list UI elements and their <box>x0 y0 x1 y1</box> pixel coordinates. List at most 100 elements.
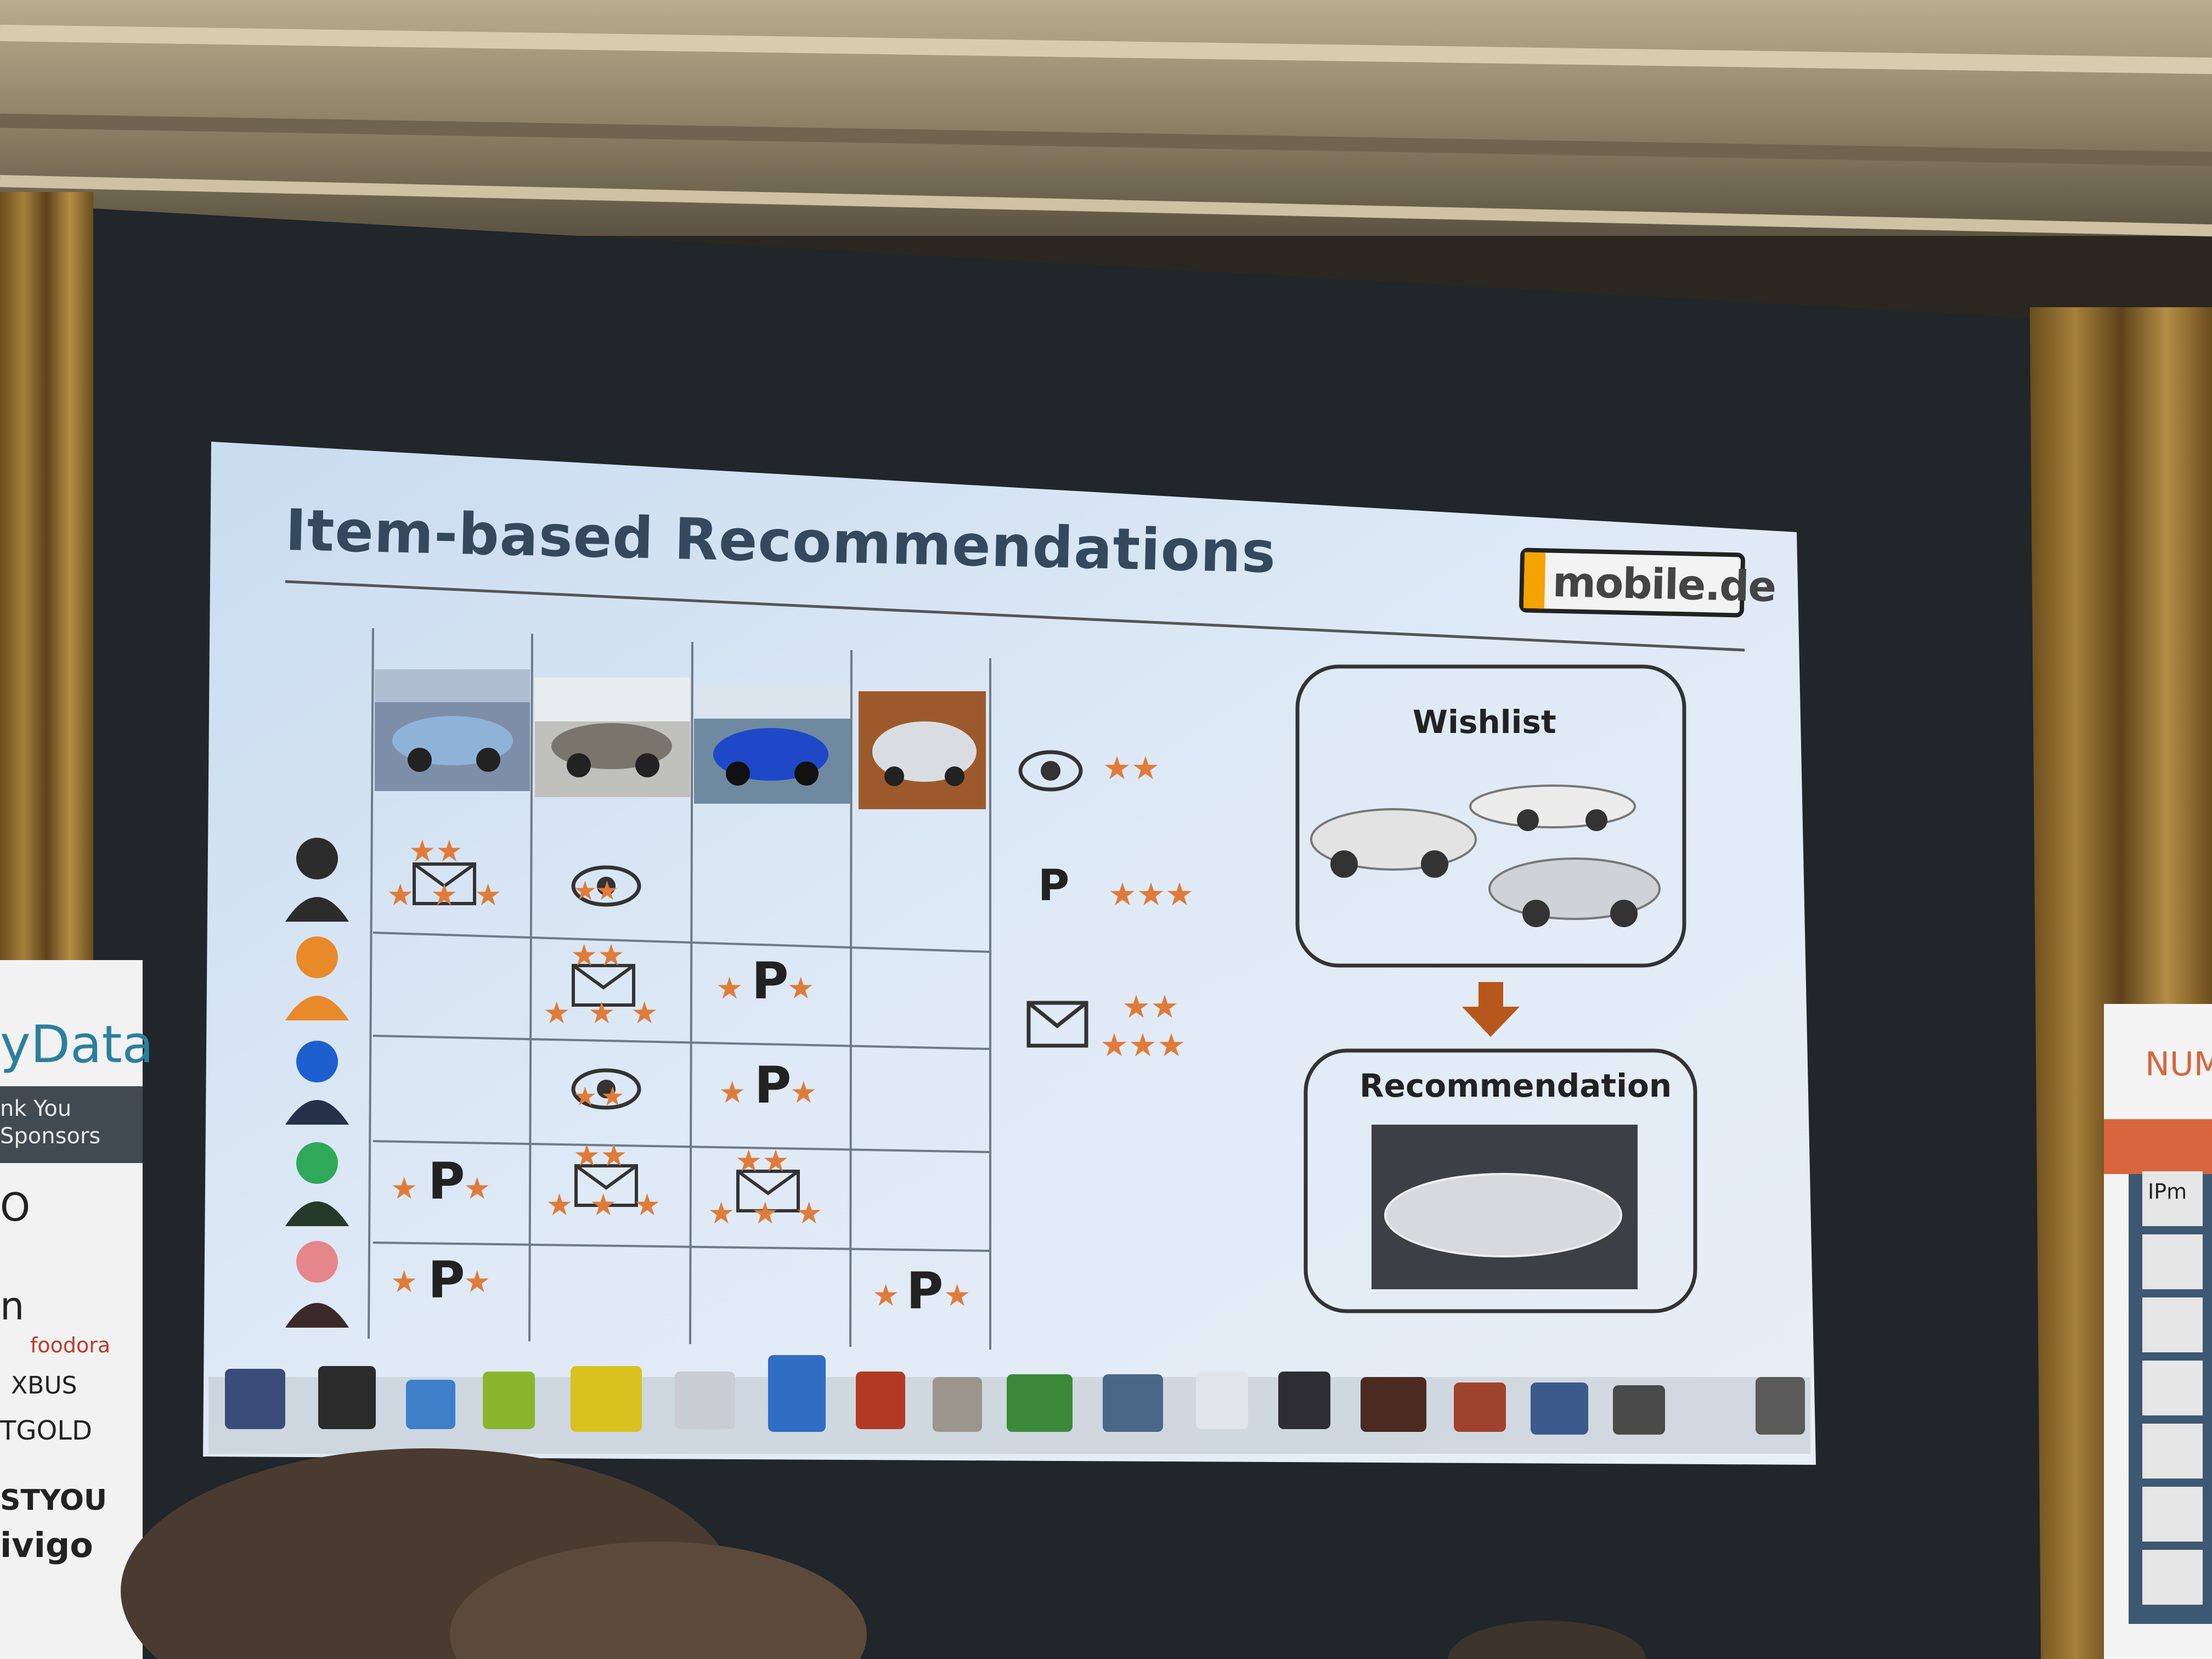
svg-text:P: P <box>754 1056 791 1115</box>
left-banner-header <box>0 960 143 1086</box>
svg-text:★★: ★★ <box>573 1138 628 1173</box>
svg-text:P: P <box>906 1262 943 1321</box>
svg-text:★: ★ <box>543 995 570 1030</box>
left-banner-line: nk You <box>0 1096 72 1121</box>
svg-text:★★: ★★ <box>571 938 625 973</box>
svg-text:★: ★ <box>595 876 619 906</box>
recommendation-box <box>1304 1048 1697 1313</box>
matrix-grid <box>368 628 991 1350</box>
molding-line <box>0 114 2212 166</box>
car-photo <box>694 686 850 804</box>
left-banner-logo: TGOLD <box>0 1415 92 1446</box>
svg-text:★★: ★★ <box>409 833 463 868</box>
avatar <box>285 838 349 922</box>
left-banner-brand: yData <box>0 1015 154 1075</box>
left-banner-logo: STYOU <box>0 1484 108 1517</box>
svg-text:★: ★ <box>708 1195 735 1231</box>
right-banner-brand: NUM <box>2145 1045 2212 1084</box>
left-banner-line: Sponsors <box>0 1124 101 1149</box>
parking-icon: P ★ ★ <box>716 952 814 1011</box>
audience-head <box>1448 1621 1646 1659</box>
legend-parking: ★★★ <box>1108 876 1194 913</box>
wishlist-car <box>1310 808 1477 878</box>
svg-text:★: ★ <box>431 877 458 912</box>
svg-text:P: P <box>752 952 788 1011</box>
eye-icon: ★ ★ <box>571 1068 641 1112</box>
logo-text: mobile.de <box>1551 557 1776 611</box>
svg-text:★: ★ <box>573 876 597 906</box>
door-strip <box>208 1355 1810 1454</box>
wishlist-label: Wishlist <box>1413 703 1556 741</box>
legend-eye: ★★ <box>1018 749 1160 792</box>
svg-text:★: ★ <box>464 1264 490 1299</box>
recommendation-label: Recommendation <box>1359 1067 1672 1104</box>
svg-text:P: P <box>428 1152 465 1211</box>
envelope-icon: ★★ ★ ★ ★ <box>387 833 501 912</box>
svg-text:★: ★ <box>573 1081 597 1112</box>
parking-icon: P ★ ★ <box>391 1251 490 1310</box>
svg-text:★: ★ <box>790 1075 817 1110</box>
mobile-de-logo: mobile.de <box>1519 548 1776 618</box>
recommendation-car <box>1384 1173 1622 1257</box>
left-banner-logo: XBUS <box>11 1372 77 1400</box>
svg-text:★: ★ <box>752 1195 778 1231</box>
legend-parking-label: P <box>1038 861 1070 911</box>
envelope-icon: ★★ ★ ★ ★ <box>546 1138 661 1222</box>
molding-line <box>0 175 2212 236</box>
svg-text:★: ★ <box>787 970 814 1006</box>
svg-text:★: ★ <box>795 1195 822 1231</box>
car-photo <box>859 691 986 809</box>
parking-icon: P ★ ★ <box>872 1262 970 1321</box>
svg-text:★: ★ <box>719 1075 746 1110</box>
car-photo <box>535 678 690 797</box>
left-banner-logo: ivigo <box>0 1525 93 1565</box>
svg-text:★: ★ <box>944 1278 970 1313</box>
wishlist-car <box>1469 785 1636 831</box>
svg-text:★★★: ★★★ <box>1108 876 1194 913</box>
car-photo <box>375 669 530 791</box>
logo-accent-bar <box>1523 552 1546 609</box>
svg-text:★: ★ <box>590 1187 617 1222</box>
avatar <box>285 1241 349 1328</box>
svg-text:P: P <box>428 1251 465 1310</box>
legend-envelope: ★★ ★★★ <box>1026 988 1186 1064</box>
right-banner-stripe <box>2104 1119 2212 1174</box>
left-banner-logo: n <box>0 1284 25 1329</box>
wishlist-car <box>1488 857 1661 927</box>
svg-text:★: ★ <box>464 1171 490 1206</box>
svg-text:★★: ★★ <box>1103 749 1160 787</box>
envelope-icon: ★★ ★ ★ ★ <box>708 1143 822 1231</box>
left-banner-logo: foodora <box>30 1333 111 1357</box>
molding-line <box>0 25 2212 74</box>
avatar <box>285 936 349 1020</box>
right-banner-logos <box>2142 1171 2203 1605</box>
parking-icon: P ★ ★ <box>719 1056 817 1115</box>
svg-text:★: ★ <box>601 1081 624 1112</box>
svg-text:★: ★ <box>631 995 658 1030</box>
svg-text:★: ★ <box>716 970 743 1006</box>
eye-icon: ★ ★ <box>571 865 641 907</box>
left-banner-logo: O <box>0 1185 31 1230</box>
svg-text:★★: ★★ <box>1122 988 1179 1025</box>
arrow-down-icon <box>1462 982 1520 1037</box>
svg-text:★: ★ <box>872 1278 899 1313</box>
svg-text:★: ★ <box>588 995 615 1030</box>
right-banner-logo: IPm <box>2148 1180 2187 1204</box>
audience-head <box>450 1542 867 1659</box>
parking-icon: P ★ ★ <box>391 1152 490 1211</box>
svg-text:★★: ★★ <box>735 1143 789 1178</box>
svg-text:★: ★ <box>391 1264 417 1299</box>
svg-text:★: ★ <box>634 1187 661 1222</box>
svg-text:★: ★ <box>546 1187 573 1222</box>
svg-text:★: ★ <box>387 877 414 912</box>
title-underline <box>285 580 1745 652</box>
svg-text:★: ★ <box>391 1171 417 1206</box>
left-banner-stripe <box>0 1086 143 1163</box>
envelope-icon: ★★ ★ ★ ★ <box>543 938 658 1030</box>
wishlist-box <box>1295 664 1686 968</box>
svg-text:★: ★ <box>475 877 501 912</box>
svg-text:★★★: ★★★ <box>1100 1026 1186 1064</box>
avatar <box>285 1041 349 1125</box>
avatar <box>285 1142 349 1226</box>
